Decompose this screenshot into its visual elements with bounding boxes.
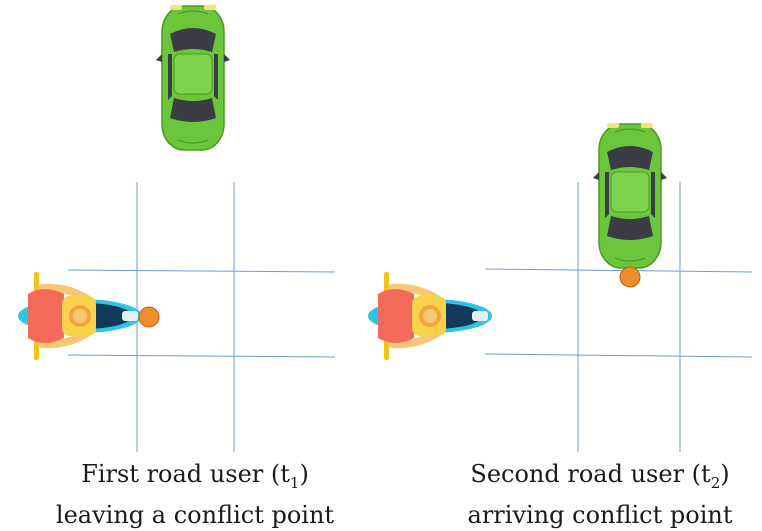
right-conflict-point-marker	[619, 266, 641, 288]
right-scooter-rider-icon	[368, 272, 492, 360]
right-grid-horizontal-2	[484, 353, 753, 358]
left-car-icon	[155, 4, 231, 151]
left-grid-horizontal-1	[67, 269, 336, 273]
right-grid	[484, 182, 753, 452]
left-caption-line-1: First road user (t1)	[30, 458, 360, 499]
left-caption-line-2: leaving a conflict point	[55, 500, 335, 529]
right-caption-line-2: arriving conflict point	[467, 500, 733, 529]
right-caption: Second road user (t2) arriving conflict …	[435, 458, 762, 531]
right-caption-label: Second road user (t	[470, 460, 711, 488]
left-caption-subscript: 1	[289, 473, 300, 492]
left-caption: First road user (t1) leaving a conflict …	[30, 458, 360, 531]
left-scooter-rider-icon	[18, 272, 142, 360]
right-caption-close-paren: )	[720, 460, 730, 488]
right-caption-line-1: Second road user (t2)	[435, 458, 762, 499]
left-caption-label: First road user (t	[81, 460, 290, 488]
right-grid-horizontal-1	[484, 268, 753, 273]
left-conflict-point-marker	[138, 306, 160, 328]
left-panel	[18, 4, 336, 452]
left-grid-horizontal-2	[67, 354, 336, 358]
right-panel	[368, 122, 753, 452]
right-caption-subscript: 2	[710, 473, 721, 492]
right-car-icon	[592, 122, 668, 269]
left-caption-close-paren: )	[299, 460, 309, 488]
